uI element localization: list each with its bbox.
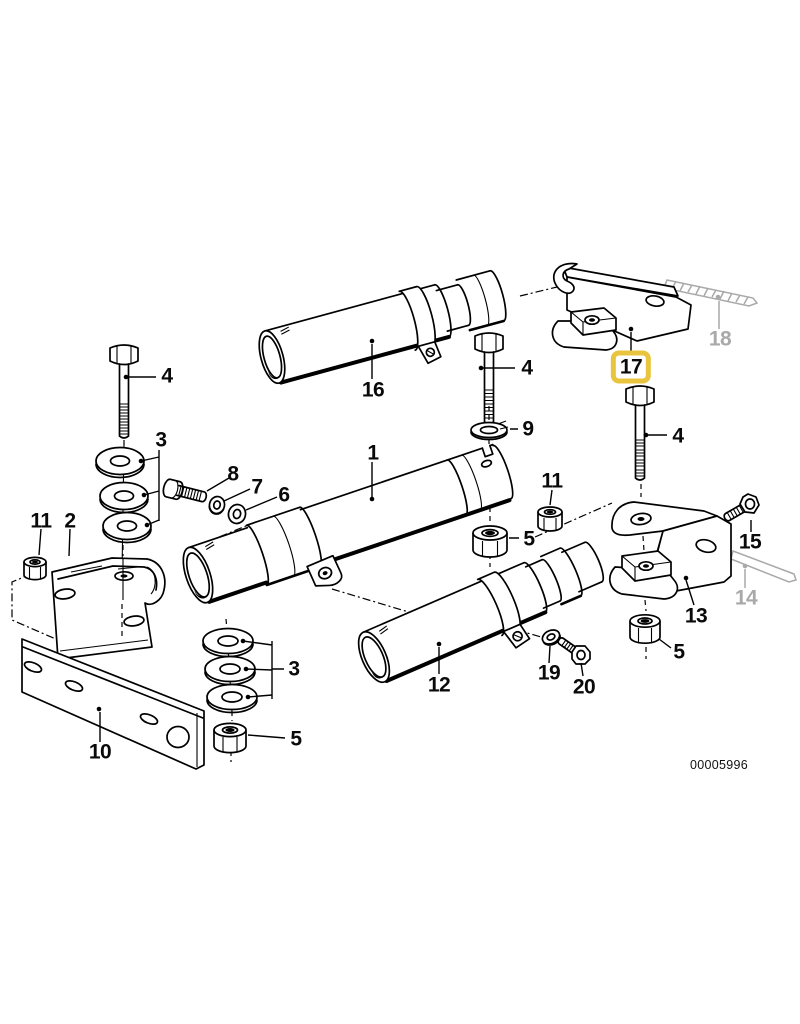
part-label-11[interactable]: 11 <box>30 509 52 533</box>
part-label-7[interactable]: 7 <box>251 475 263 499</box>
part-label-13[interactable]: 13 <box>684 604 708 628</box>
part-5-nut-right <box>629 613 661 645</box>
part-12-tube <box>357 537 605 684</box>
part-5-nut-middle <box>472 525 508 558</box>
part-label-5[interactable]: 5 <box>523 527 535 551</box>
doc-number: 00005996 <box>690 758 749 772</box>
part-11-nut-left <box>23 556 47 581</box>
part-2-bracket <box>51 557 166 660</box>
part-16-tube <box>258 269 507 385</box>
part-1-tube <box>182 443 514 604</box>
part-label-17[interactable]: 17 <box>610 350 652 384</box>
part-15-bolt <box>723 493 760 522</box>
part-label-14[interactable]: 14 <box>734 586 758 610</box>
part-20-bolt <box>557 637 591 665</box>
part-7-washer <box>208 495 226 515</box>
part-label-19[interactable]: 19 <box>537 661 561 685</box>
part-label-4[interactable]: 4 <box>161 364 173 388</box>
leader-lines <box>38 294 752 742</box>
part-label-10[interactable]: 10 <box>88 740 112 764</box>
part-11-nut-middle <box>537 506 563 532</box>
part-19-washer <box>541 629 561 646</box>
part-label-11[interactable]: 11 <box>541 469 563 493</box>
part-3-washers-upper <box>95 443 152 574</box>
part-6-washer <box>227 503 247 525</box>
part-13-bracket <box>608 501 732 600</box>
part-label-2[interactable]: 2 <box>64 509 76 533</box>
part-label-16[interactable]: 16 <box>361 378 385 402</box>
part-8-bolt <box>162 478 208 503</box>
part-label-18[interactable]: 18 <box>708 327 732 351</box>
part-3-washers-lower <box>202 627 258 714</box>
part-label-9[interactable]: 9 <box>522 417 534 441</box>
part-label-20[interactable]: 20 <box>572 675 596 699</box>
part-label-4[interactable]: 4 <box>672 424 684 448</box>
part-label-3[interactable]: 3 <box>155 428 167 452</box>
part-label-8[interactable]: 8 <box>227 462 239 486</box>
part-9-washer <box>470 420 509 441</box>
part-10-bar <box>21 638 205 770</box>
part-label-1[interactable]: 1 <box>367 441 379 465</box>
part-17-bracket <box>551 262 692 351</box>
part-4-bolt-right <box>625 385 655 481</box>
part-label-6[interactable]: 6 <box>278 483 290 507</box>
part-label-5[interactable]: 5 <box>290 727 302 751</box>
part-4-bolt-left <box>109 344 139 439</box>
part-label-5[interactable]: 5 <box>673 640 685 664</box>
part-label-3[interactable]: 3 <box>288 657 300 681</box>
part-5-nut-lower <box>213 722 247 754</box>
part-label-4[interactable]: 4 <box>521 356 533 380</box>
part-label-15[interactable]: 15 <box>738 530 762 554</box>
part-label-12[interactable]: 12 <box>427 673 451 697</box>
